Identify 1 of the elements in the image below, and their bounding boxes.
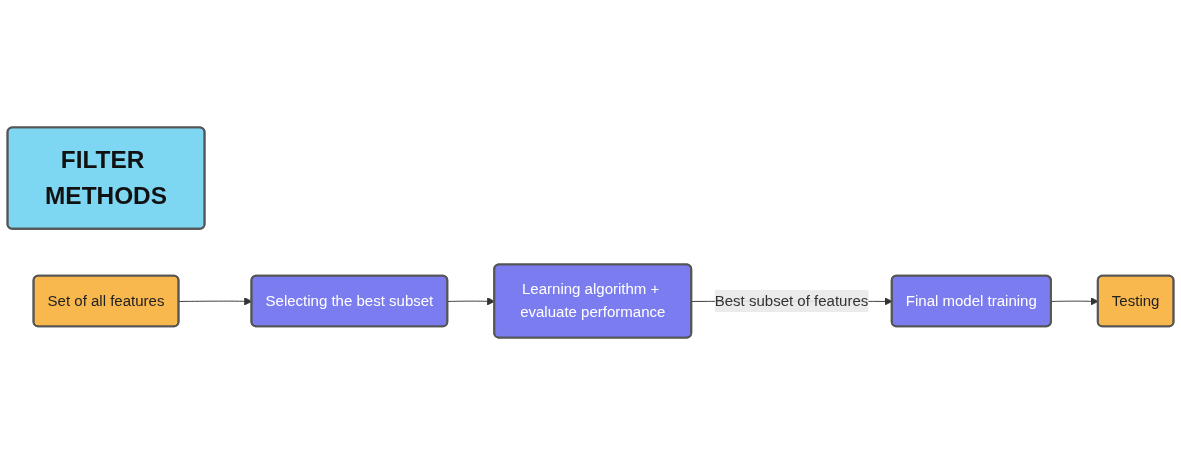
edge-label: Best subset of features bbox=[714, 292, 869, 309]
